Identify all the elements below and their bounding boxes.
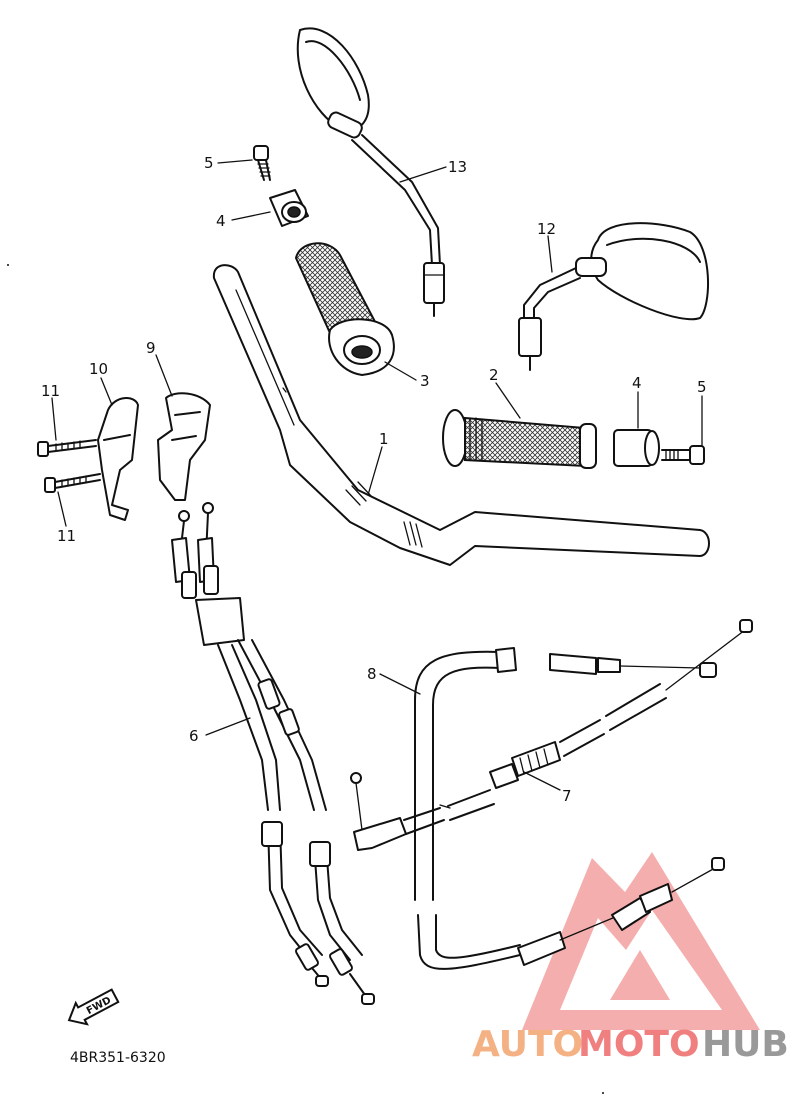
callout-5-top: 5 [204,154,214,172]
watermark-triangle-core [610,950,670,1000]
bolt-right [661,445,705,465]
leader-lines [51,159,703,791]
mirror-left [296,27,445,317]
cable-bottom-right [611,857,725,931]
callout-12: 12 [537,220,556,238]
callout-9: 9 [146,339,156,357]
callout-5-right: 5 [697,378,707,396]
watermark-text-moto: MOTO [578,1024,700,1065]
watermark-logo [522,852,760,1030]
throttle-cables [171,502,375,1005]
stray-dot [7,264,9,266]
callout-8: 8 [367,665,377,683]
screw-upper [37,439,97,457]
mirror-right [518,222,709,371]
watermark-text: AUTO MOTO HUB [472,1024,789,1065]
callout-6: 6 [189,727,199,745]
callout-3: 3 [420,372,430,390]
callout-10: 10 [89,360,108,378]
drawing-code: 4BR351-6320 [70,1050,166,1066]
holder-clamp [157,392,211,501]
callout-13: 13 [448,158,467,176]
callout-7: 7 [562,787,572,805]
fwd-arrow-shape [67,988,120,1026]
lever-holder [97,397,139,521]
callout-1: 1 [379,430,389,448]
callout-labels: 5 4 13 12 3 2 4 5 1 9 10 11 11 6 8 7 [41,154,707,805]
watermark-text-hub: HUB [702,1024,789,1065]
watermark-text-auto: AUTO [472,1024,583,1065]
callout-11-upper: 11 [41,382,60,400]
handlebar [212,264,710,566]
grip-left [294,242,395,376]
collar-right [613,429,660,467]
callout-4-right: 4 [632,374,642,392]
screw-lower [44,473,101,493]
throttle-cable-right [350,619,753,851]
collar-top [269,189,309,227]
clutch-cable [414,647,717,970]
callout-4-top: 4 [216,212,226,230]
callout-2: 2 [489,366,499,384]
grip-right [442,409,597,469]
callout-11-lower: 11 [57,527,76,545]
bolt-top [253,145,271,181]
stray-dot [602,1092,604,1094]
fwd-arrow: FWD [67,988,120,1026]
